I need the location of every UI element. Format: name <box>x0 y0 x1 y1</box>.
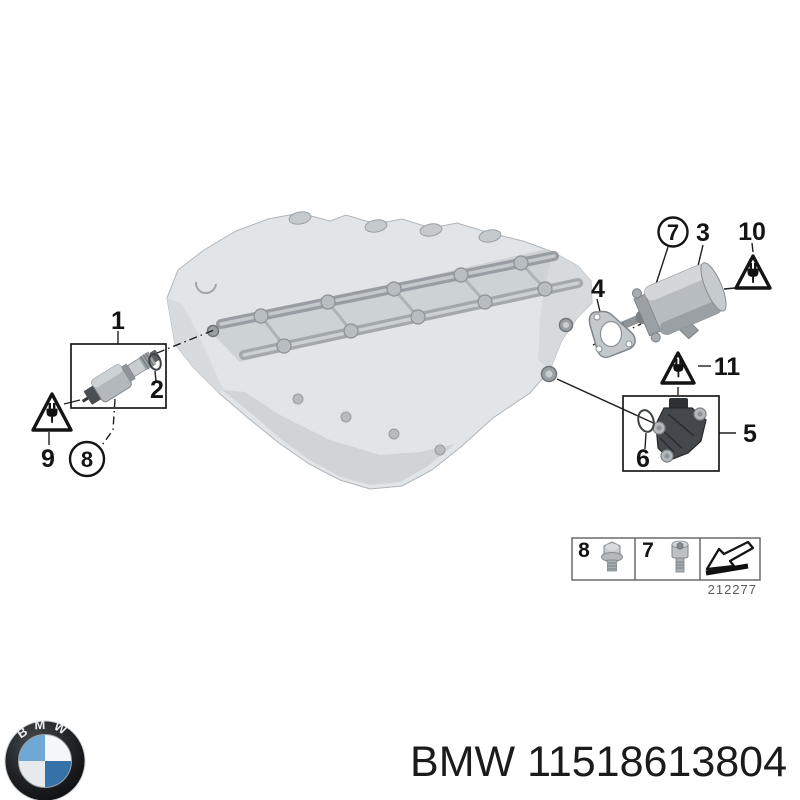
part-1-box <box>70 343 167 409</box>
solenoid-valve-part <box>81 349 161 405</box>
o-ring-6-part <box>637 409 655 433</box>
installation-direction-arrow-icon <box>705 540 755 576</box>
part-1-group <box>70 343 167 409</box>
warning-triangle-10 <box>734 254 772 290</box>
gasket-part <box>588 310 636 359</box>
warning-triangle-11 <box>660 351 696 385</box>
cylinder-head-illustration <box>166 211 593 490</box>
callout-1: 1 <box>111 307 125 335</box>
bmw-roundel-logo: BMW <box>4 717 86 800</box>
brand-label: BMW <box>410 738 516 786</box>
callout-5: 5 <box>743 420 757 448</box>
callout-7: 7 <box>667 220 679 245</box>
servomotor-part <box>617 262 727 343</box>
legend-flange-bolt-label: 8 <box>578 539 590 562</box>
flange-bolt-icon <box>600 541 624 572</box>
callout-10: 10 <box>738 218 766 246</box>
o-ring-2-part <box>148 353 162 371</box>
callout-2: 2 <box>150 376 164 404</box>
part-5-box <box>622 395 720 472</box>
callout-9: 9 <box>41 445 55 473</box>
callout-11: 11 <box>714 353 741 381</box>
callout-8: 8 <box>81 447 93 472</box>
callout-3: 3 <box>696 219 710 247</box>
callout-6: 6 <box>636 445 650 473</box>
part-5-group <box>622 395 720 472</box>
callout-8-circle <box>68 440 106 478</box>
leader-lines <box>48 242 754 450</box>
diagram-number: 212277 <box>708 582 757 597</box>
part-number: 11518613804 <box>527 738 787 786</box>
legend-socket-bolt-label: 7 <box>642 539 654 562</box>
warning-triangle-9 <box>31 392 73 432</box>
callout-4: 4 <box>591 275 605 303</box>
eccentric-shaft-sensor-part <box>652 398 707 463</box>
socket-bolt-icon <box>671 540 689 573</box>
callout-7-circle <box>657 216 689 248</box>
fastener-legend-table: 8 7 <box>571 537 761 581</box>
